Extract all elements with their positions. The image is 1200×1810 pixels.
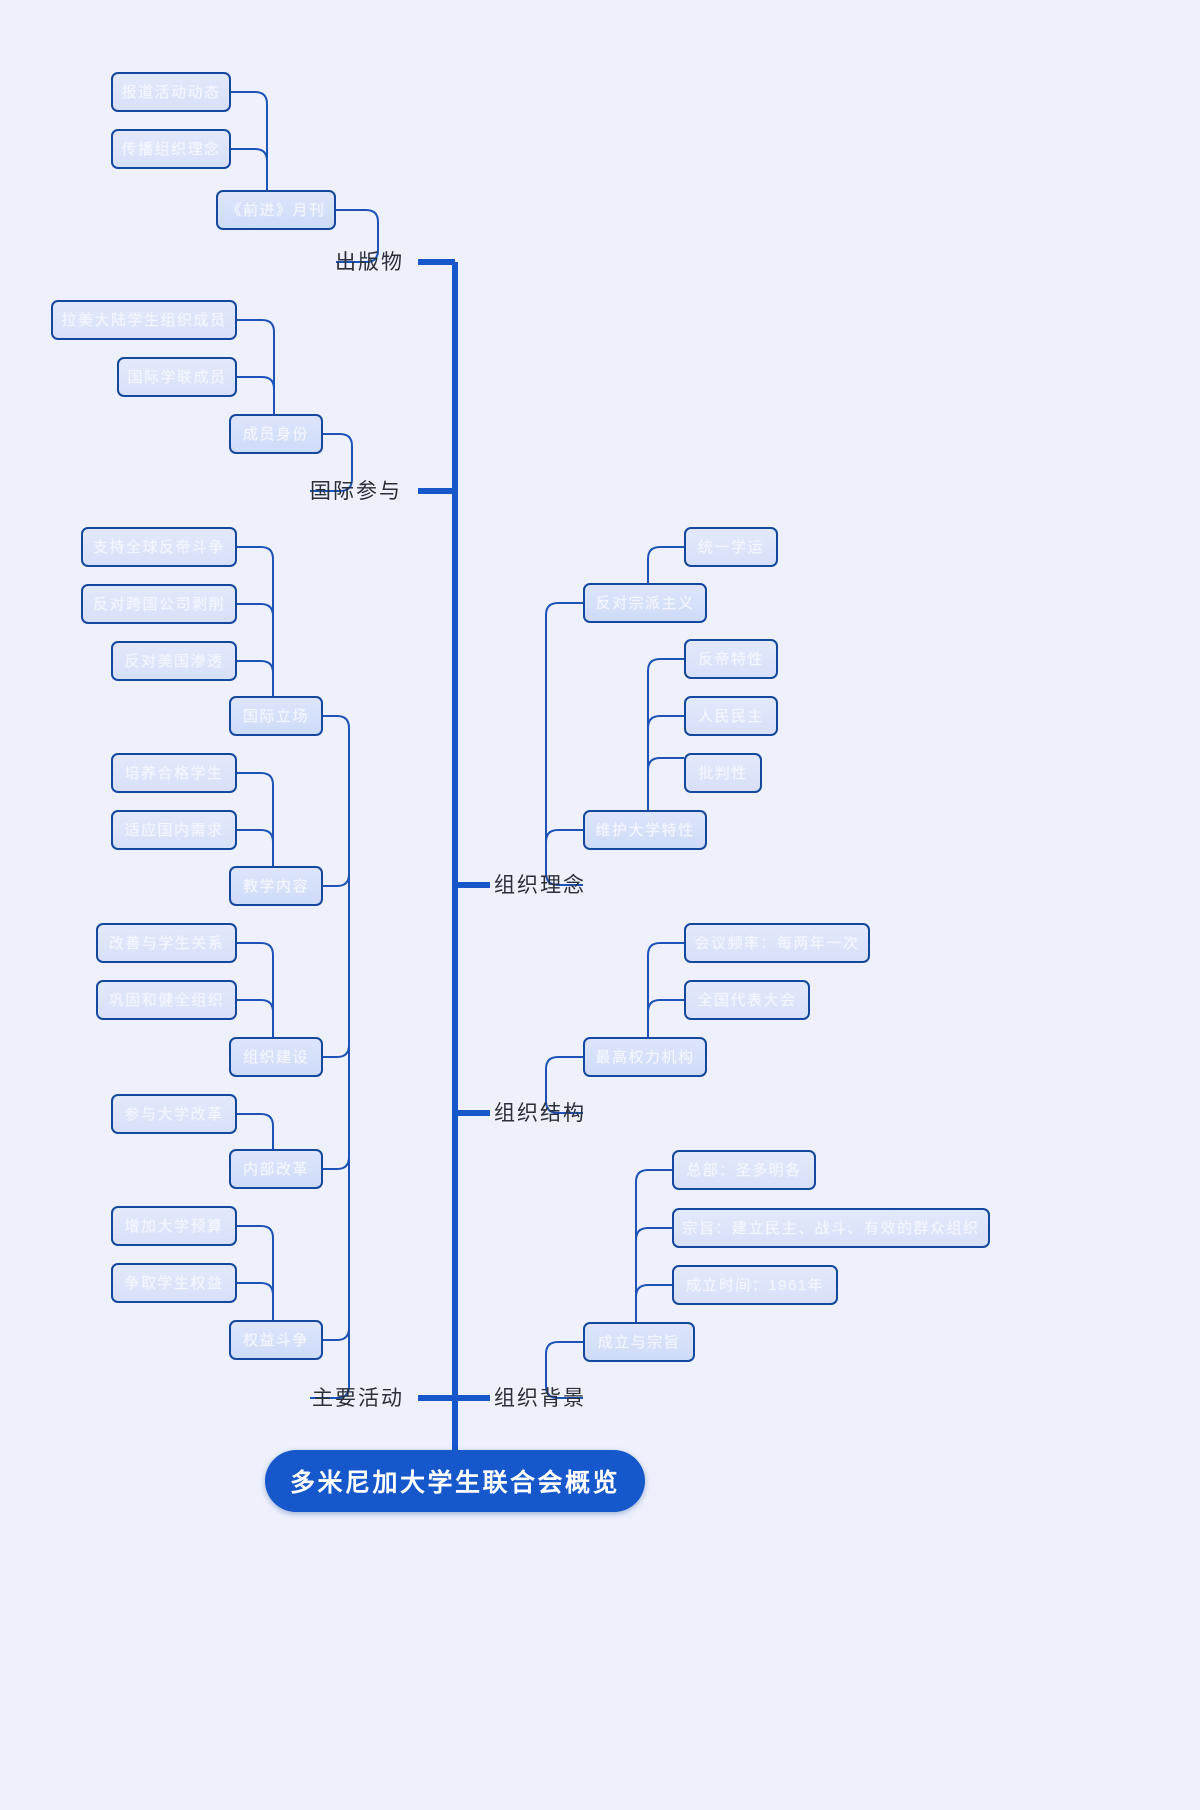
node-anti-imperialist-character[interactable]: 反帝特性 [684, 639, 778, 679]
branch-label-structure: 组织结构 [494, 1102, 586, 1125]
node-increase-university-budget[interactable]: 增加大学预算 [111, 1206, 237, 1246]
node-spread-philosophy[interactable]: 传播组织理念 [111, 129, 231, 169]
node-purpose[interactable]: 宗旨：建立民主、战斗、有效的群众组织 [672, 1208, 990, 1248]
node-membership[interactable]: 成员身份 [229, 414, 323, 454]
node-headquarters[interactable]: 总部：圣多明各 [672, 1150, 816, 1190]
node-unified-student-movement[interactable]: 统一学运 [684, 527, 778, 567]
node-report-activities[interactable]: 报道活动动态 [111, 72, 231, 112]
branch-label-international: 国际参与 [310, 480, 402, 503]
node-oppose-multinational-exploitation[interactable]: 反对跨国公司剥削 [81, 584, 237, 624]
node-organization-building[interactable]: 组织建设 [229, 1037, 323, 1077]
node-fight-student-rights[interactable]: 争取学生权益 [111, 1263, 237, 1303]
node-supreme-authority[interactable]: 最高权力机构 [583, 1037, 707, 1077]
node-train-qualified-students[interactable]: 培养合格学生 [111, 753, 237, 793]
node-national-congress[interactable]: 全国代表大会 [684, 980, 810, 1020]
node-oppose-sectarianism[interactable]: 反对宗派主义 [583, 583, 707, 623]
branch-label-publications: 出版物 [335, 251, 404, 274]
node-peoples-democracy[interactable]: 人民民主 [684, 696, 778, 736]
node-consolidate-organization[interactable]: 巩固和健全组织 [96, 980, 237, 1020]
node-defend-university-character[interactable]: 维护大学特性 [583, 810, 707, 850]
branch-label-activities: 主要活动 [312, 1387, 404, 1410]
node-oppose-us-infiltration[interactable]: 反对美国渗透 [111, 641, 237, 681]
node-internal-reform[interactable]: 内部改革 [229, 1149, 323, 1189]
node-participate-university-reform[interactable]: 参与大学改革 [111, 1094, 237, 1134]
node-founding-year[interactable]: 成立时间：1961年 [672, 1265, 838, 1305]
node-improve-student-relations[interactable]: 改善与学生关系 [96, 923, 237, 963]
node-latin-america-member[interactable]: 拉美大陆学生组织成员 [51, 300, 237, 340]
node-critical-spirit[interactable]: 批判性 [684, 753, 762, 793]
node-support-anti-imperialism[interactable]: 支持全球反帝斗争 [81, 527, 237, 567]
node-qianjin-monthly[interactable]: 《前进》月刊 [216, 190, 336, 230]
node-rights-struggle[interactable]: 权益斗争 [229, 1320, 323, 1360]
root-node[interactable]: 多米尼加大学生联合会概览 [265, 1450, 645, 1512]
node-international-stance[interactable]: 国际立场 [229, 696, 323, 736]
node-meet-domestic-needs[interactable]: 适应国内需求 [111, 810, 237, 850]
node-iusy-member[interactable]: 国际学联成员 [117, 357, 237, 397]
node-founding-and-purpose[interactable]: 成立与宗旨 [583, 1322, 695, 1362]
node-meeting-frequency[interactable]: 会议频率：每两年一次 [684, 923, 870, 963]
branch-label-philosophy: 组织理念 [494, 874, 586, 897]
node-teaching-content[interactable]: 教学内容 [229, 866, 323, 906]
branch-label-background: 组织背景 [494, 1387, 586, 1410]
